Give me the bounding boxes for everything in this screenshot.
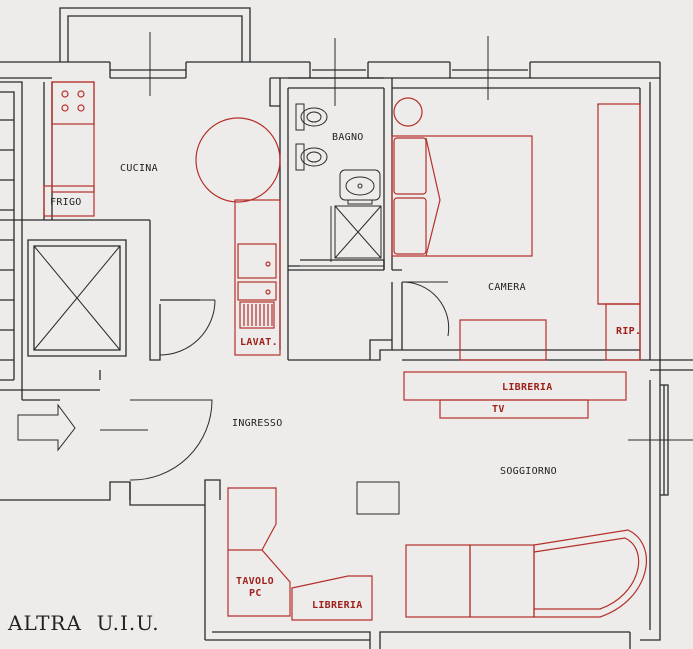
- bathroom-fixtures: [295, 103, 382, 262]
- label-tv: TV: [492, 404, 505, 415]
- label-rip: RIP.: [616, 326, 641, 337]
- furniture: [43, 81, 647, 621]
- room-labels: CUCINA BAGNO CAMERA INGRESSO SOGGIORNO: [120, 132, 557, 477]
- doors: [17, 265, 450, 515]
- label-soggiorno: SOGGIORNO: [500, 466, 557, 477]
- label-lavat: LAVAT.: [240, 337, 278, 348]
- furniture-labels: FRIGO LAVAT. RIP. LIBRERIA TV TAVOLO PC …: [50, 197, 641, 611]
- label-tavolo: TAVOLO: [236, 576, 274, 587]
- label-ingresso: INGRESSO: [232, 418, 283, 429]
- label-altra-uiu: ALTRA U.I.U.: [7, 611, 160, 635]
- label-frigo: FRIGO: [50, 197, 82, 208]
- label-libreria-top: LIBRERIA: [502, 382, 553, 393]
- label-bagno: BAGNO: [332, 132, 364, 143]
- label-libreria-bottom: LIBRERIA: [312, 600, 363, 611]
- walls: [0, 7, 693, 649]
- label-camera: CAMERA: [488, 282, 526, 293]
- label-pc: PC: [249, 588, 262, 599]
- window-marks: [149, 32, 489, 106]
- label-cucina: CUCINA: [120, 163, 158, 174]
